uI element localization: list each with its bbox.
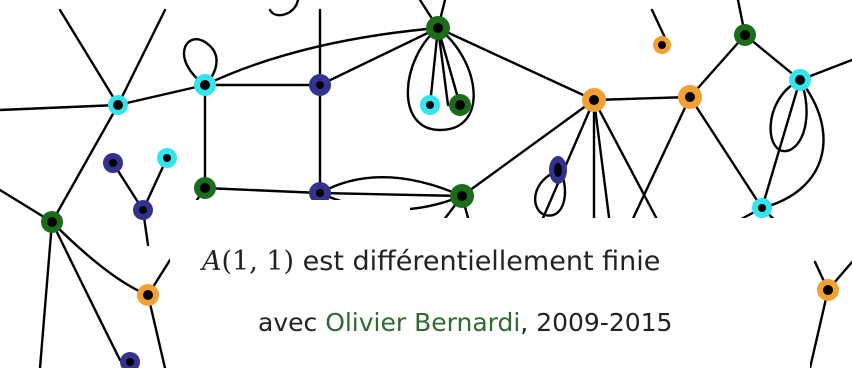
vertex-green xyxy=(41,16,756,233)
credit-line: avec Olivier Bernardi, 2009-2015 xyxy=(258,308,672,337)
author-name: Olivier Bernardi xyxy=(325,308,521,337)
math-symbol: A xyxy=(202,246,222,277)
credit-years: , 2009-2015 xyxy=(520,308,673,337)
title-line: A(1, 1) est différentiellement finie xyxy=(202,246,660,277)
credit-prefix: avec xyxy=(258,308,326,337)
title-text: est différentiellement finie xyxy=(294,246,661,277)
vertex-cyan xyxy=(108,69,811,218)
text-background-top xyxy=(180,200,410,225)
text-background xyxy=(170,218,810,368)
vertex-blue xyxy=(103,74,567,368)
math-args: (1, 1) xyxy=(221,246,295,277)
vertex-orange xyxy=(137,36,839,306)
map-vertices xyxy=(41,16,839,368)
